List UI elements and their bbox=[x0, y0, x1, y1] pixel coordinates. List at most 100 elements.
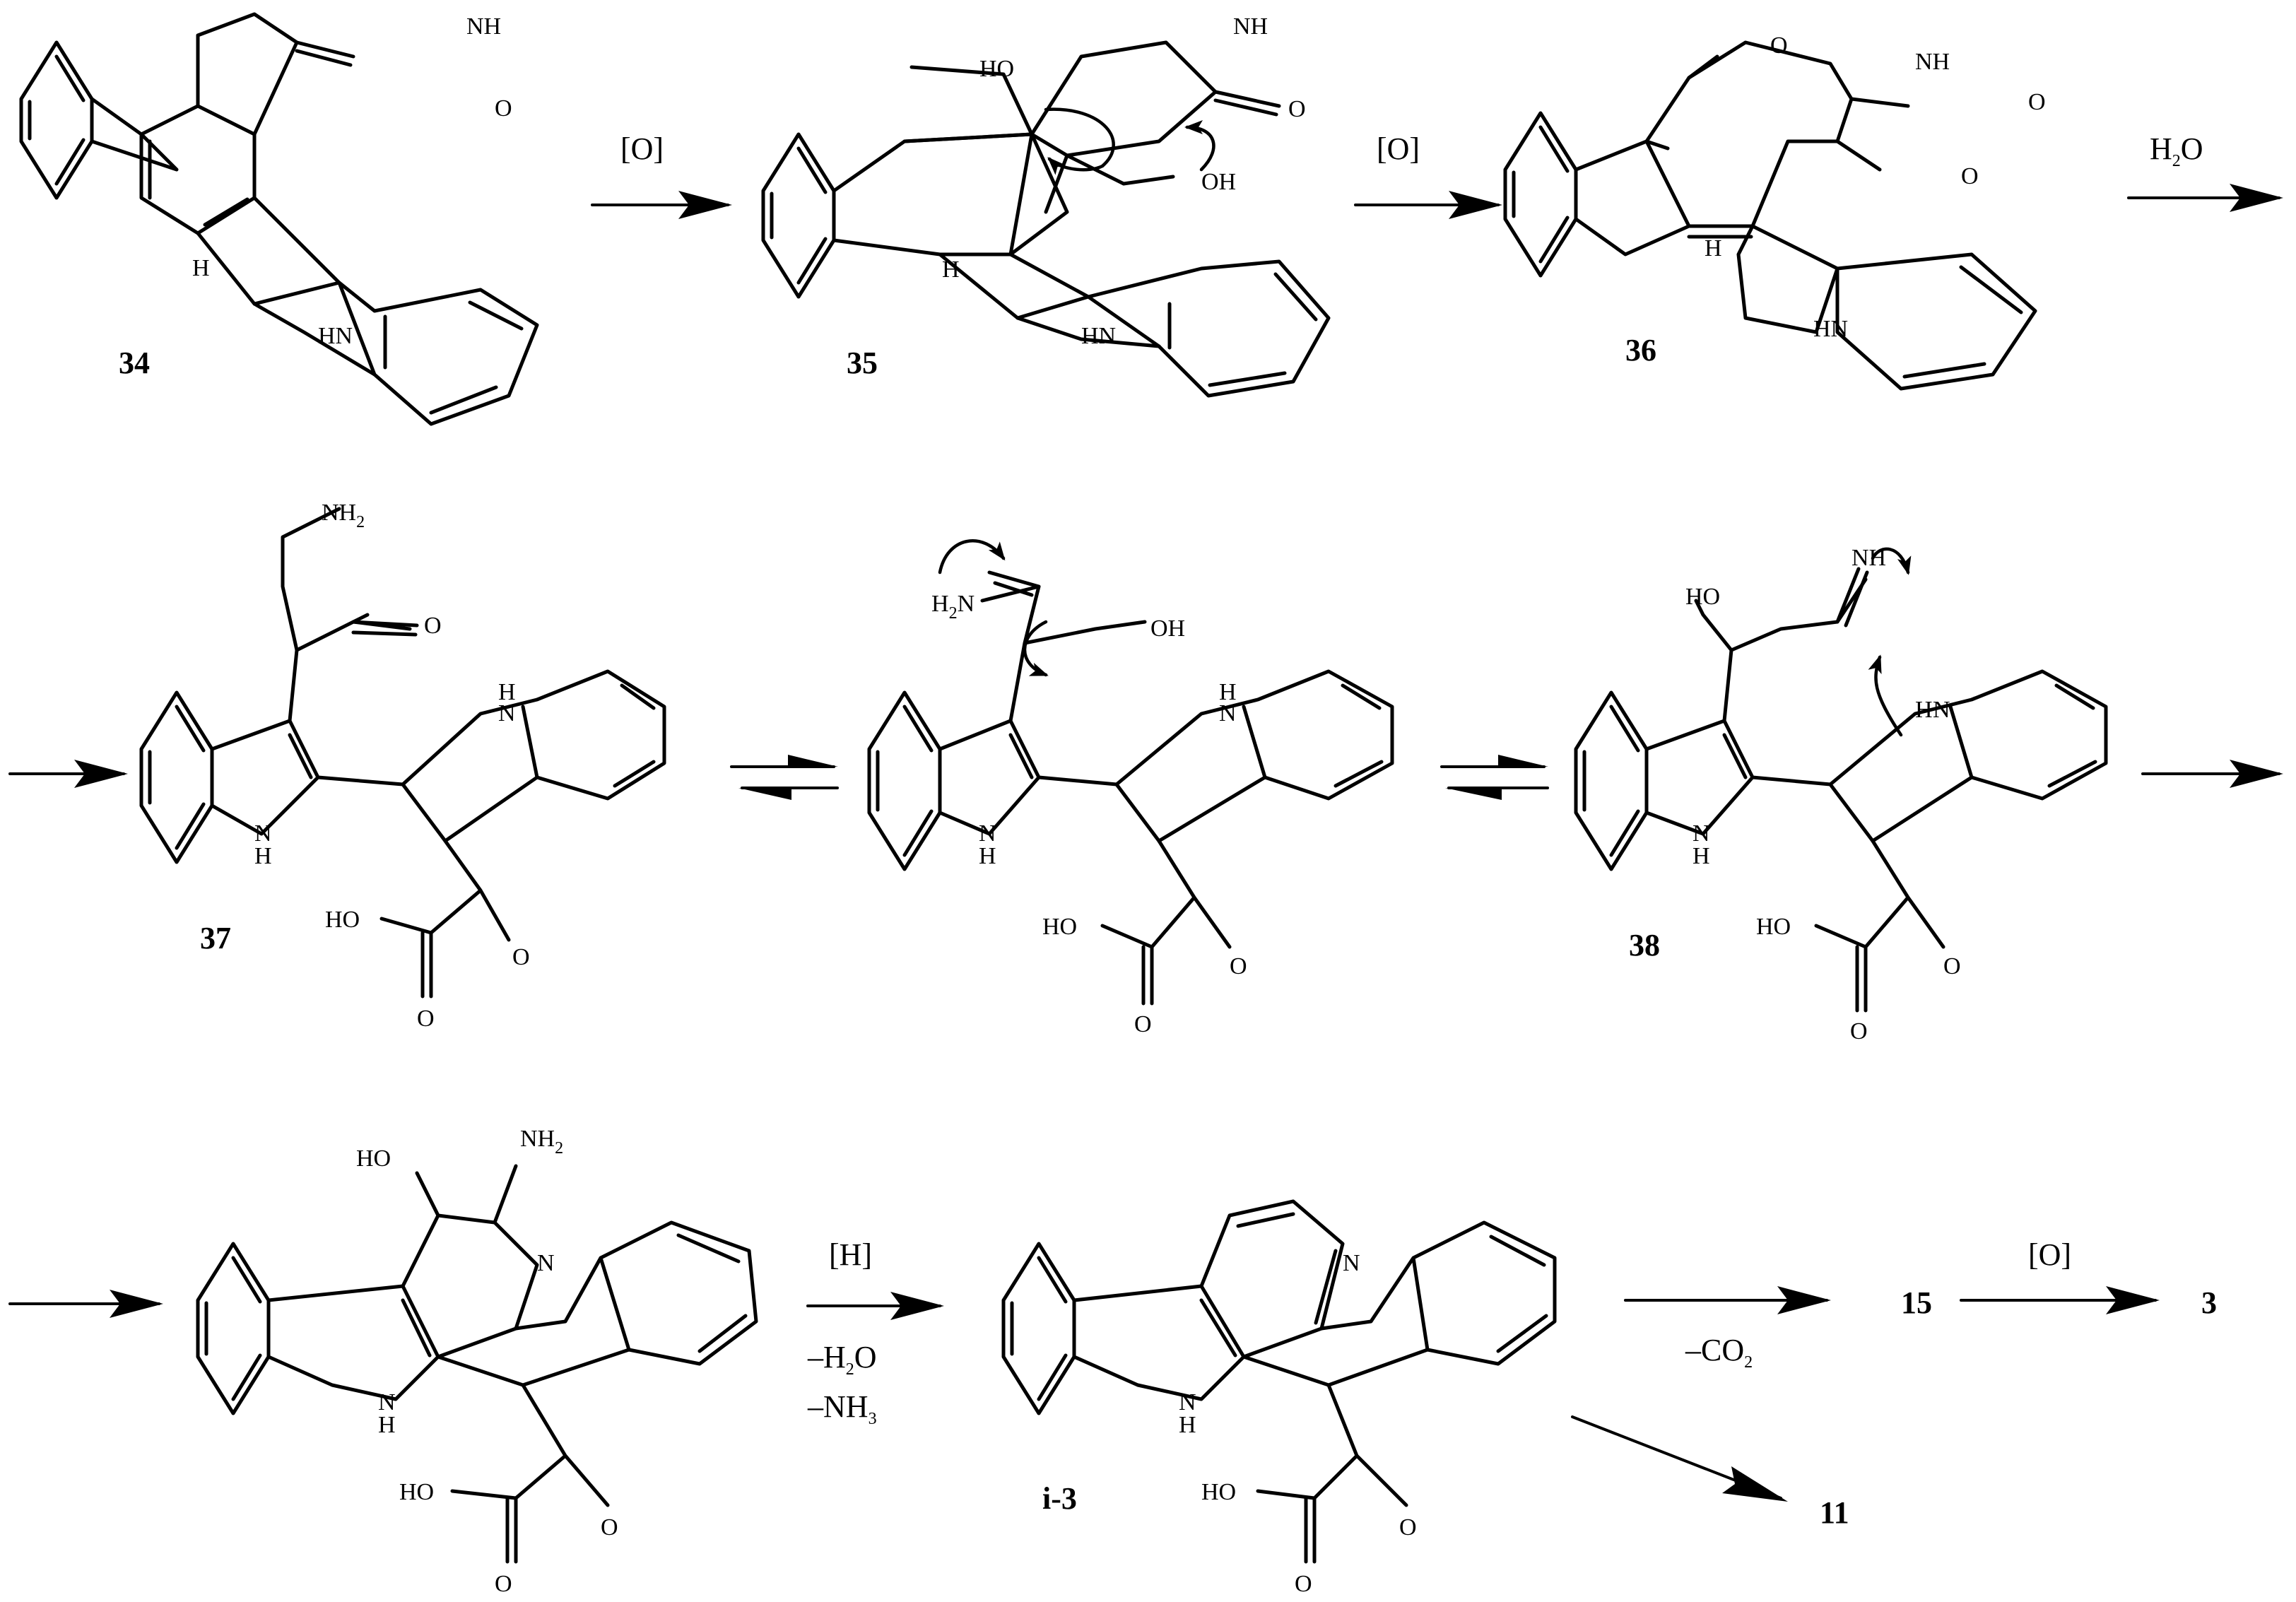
atom-label: O bbox=[495, 95, 512, 122]
atom-label: NH2 bbox=[520, 1126, 563, 1158]
arrowhead bbox=[2230, 184, 2283, 212]
atom-label: O bbox=[1295, 1571, 1312, 1597]
atom-label: H bbox=[498, 679, 516, 705]
atom-label: N bbox=[378, 1389, 396, 1415]
atom-label: HO bbox=[356, 1145, 391, 1172]
atom-label: O bbox=[601, 1514, 618, 1541]
atom-label: HO bbox=[979, 56, 1014, 82]
equilibrium-arrows bbox=[730, 755, 839, 800]
compound-35-structure bbox=[761, 40, 1331, 398]
electron-pushing-arrow bbox=[1871, 547, 1912, 575]
atom-label: H bbox=[1915, 697, 1933, 723]
atom-label: H bbox=[192, 255, 210, 281]
arrowhead bbox=[74, 760, 128, 788]
compound-38-structure bbox=[1574, 567, 2108, 1013]
atom-label: H bbox=[1692, 843, 1710, 869]
atom-label: O bbox=[1134, 1011, 1152, 1037]
arrowhead bbox=[1777, 1286, 1831, 1314]
atom-label: N bbox=[979, 820, 996, 847]
condition-oxidation: [O] bbox=[1377, 131, 1420, 166]
electron-pushing-arrow bbox=[1023, 620, 1049, 677]
condition-oxidation: [O] bbox=[620, 131, 664, 166]
condition-water: H2O bbox=[2150, 131, 2203, 170]
equilibrium-arrows bbox=[1440, 755, 1549, 800]
compound-label-34: 34 bbox=[119, 346, 150, 380]
atom-label: O bbox=[2028, 89, 2046, 115]
atom-label: HO bbox=[325, 907, 360, 933]
atom-label: N bbox=[1933, 697, 1950, 723]
atom-label: O bbox=[1230, 953, 1247, 979]
electron-pushing-arrow bbox=[1044, 107, 1115, 175]
atom-label: OH bbox=[1150, 616, 1185, 642]
atom-label: HO bbox=[399, 1479, 434, 1505]
arrowhead bbox=[1722, 1466, 1788, 1502]
atom-label: N bbox=[1179, 1389, 1196, 1415]
atom-label: O bbox=[1850, 1018, 1868, 1044]
electron-pushing-arrow bbox=[1868, 654, 1903, 737]
condition-minus-ammonia: –NH3 bbox=[807, 1389, 877, 1428]
atom-label: NH bbox=[1915, 49, 1950, 75]
atom-label: N bbox=[1692, 820, 1710, 847]
atom-label: O bbox=[1288, 96, 1306, 122]
atom-label: O bbox=[512, 944, 530, 970]
compound-label-38: 38 bbox=[1629, 928, 1660, 962]
arrowhead bbox=[2106, 1286, 2160, 1314]
atom-label: O bbox=[424, 613, 442, 639]
atom-label: HN bbox=[318, 323, 353, 349]
electron-pushing-arrow bbox=[938, 539, 1006, 575]
atom-label: H bbox=[1705, 235, 1722, 261]
atom-label: O bbox=[1943, 953, 1961, 979]
atom-label: OH bbox=[1201, 169, 1236, 195]
atom-label: NH bbox=[1233, 13, 1268, 40]
arrowhead bbox=[678, 191, 732, 219]
compound-label-11: 11 bbox=[1820, 1495, 1849, 1530]
compound-label-35: 35 bbox=[847, 346, 878, 380]
compound-label-15: 15 bbox=[1901, 1285, 1932, 1320]
condition-oxidation: [O] bbox=[2028, 1237, 2071, 1272]
atom-label: O bbox=[1961, 163, 1979, 189]
enol-intermediate-structure bbox=[867, 570, 1394, 1006]
amino-alcohol-intermediate-structure bbox=[196, 1164, 758, 1564]
atom-label: H bbox=[942, 257, 960, 283]
condition-reduction: [H] bbox=[829, 1237, 872, 1272]
atom-label: HO bbox=[1756, 914, 1791, 940]
atom-label: HN bbox=[1813, 316, 1848, 342]
compound-label-3: 3 bbox=[2201, 1285, 2217, 1320]
compound-36-structure bbox=[1503, 40, 2037, 391]
atom-label: HO bbox=[1201, 1479, 1236, 1505]
atom-label: H bbox=[1219, 679, 1237, 705]
atom-label: NH bbox=[1851, 545, 1886, 571]
atom-label: O bbox=[417, 1006, 435, 1032]
condition-minus-water: –H2O bbox=[807, 1340, 877, 1379]
arrowhead bbox=[110, 1290, 163, 1318]
arrowhead bbox=[2230, 760, 2283, 788]
atom-label: N bbox=[498, 700, 516, 726]
atom-label: HO bbox=[1042, 914, 1077, 940]
atom-label: H bbox=[979, 843, 996, 869]
atom-label: O bbox=[1770, 33, 1788, 59]
atom-label: O bbox=[495, 1571, 512, 1597]
compound-label-i3: i-3 bbox=[1042, 1481, 1077, 1516]
atom-label: O bbox=[1399, 1514, 1417, 1541]
compound-34-structure bbox=[19, 12, 539, 426]
compound-i3-structure bbox=[1001, 1199, 1557, 1564]
atom-label: NH2 bbox=[322, 500, 365, 531]
atom-label: N bbox=[1219, 700, 1237, 726]
atom-label: N bbox=[1343, 1250, 1360, 1276]
atom-label: NH bbox=[466, 13, 501, 40]
compound-label-37: 37 bbox=[200, 921, 231, 955]
atom-label: H bbox=[378, 1412, 396, 1438]
atom-label: H bbox=[1179, 1412, 1196, 1438]
atom-label: N bbox=[254, 820, 272, 847]
compound-37-structure bbox=[139, 507, 666, 999]
atom-label: HO bbox=[1685, 584, 1720, 610]
compound-label-36: 36 bbox=[1625, 333, 1656, 367]
atom-label: HN bbox=[1081, 323, 1116, 349]
atom-label: N bbox=[537, 1250, 555, 1276]
electron-pushing-arrow bbox=[1184, 120, 1215, 172]
atom-label: H2N bbox=[931, 591, 975, 623]
arrowhead bbox=[1449, 191, 1502, 219]
condition-decarboxylation: –CO2 bbox=[1685, 1333, 1753, 1372]
arrowhead bbox=[890, 1292, 944, 1320]
